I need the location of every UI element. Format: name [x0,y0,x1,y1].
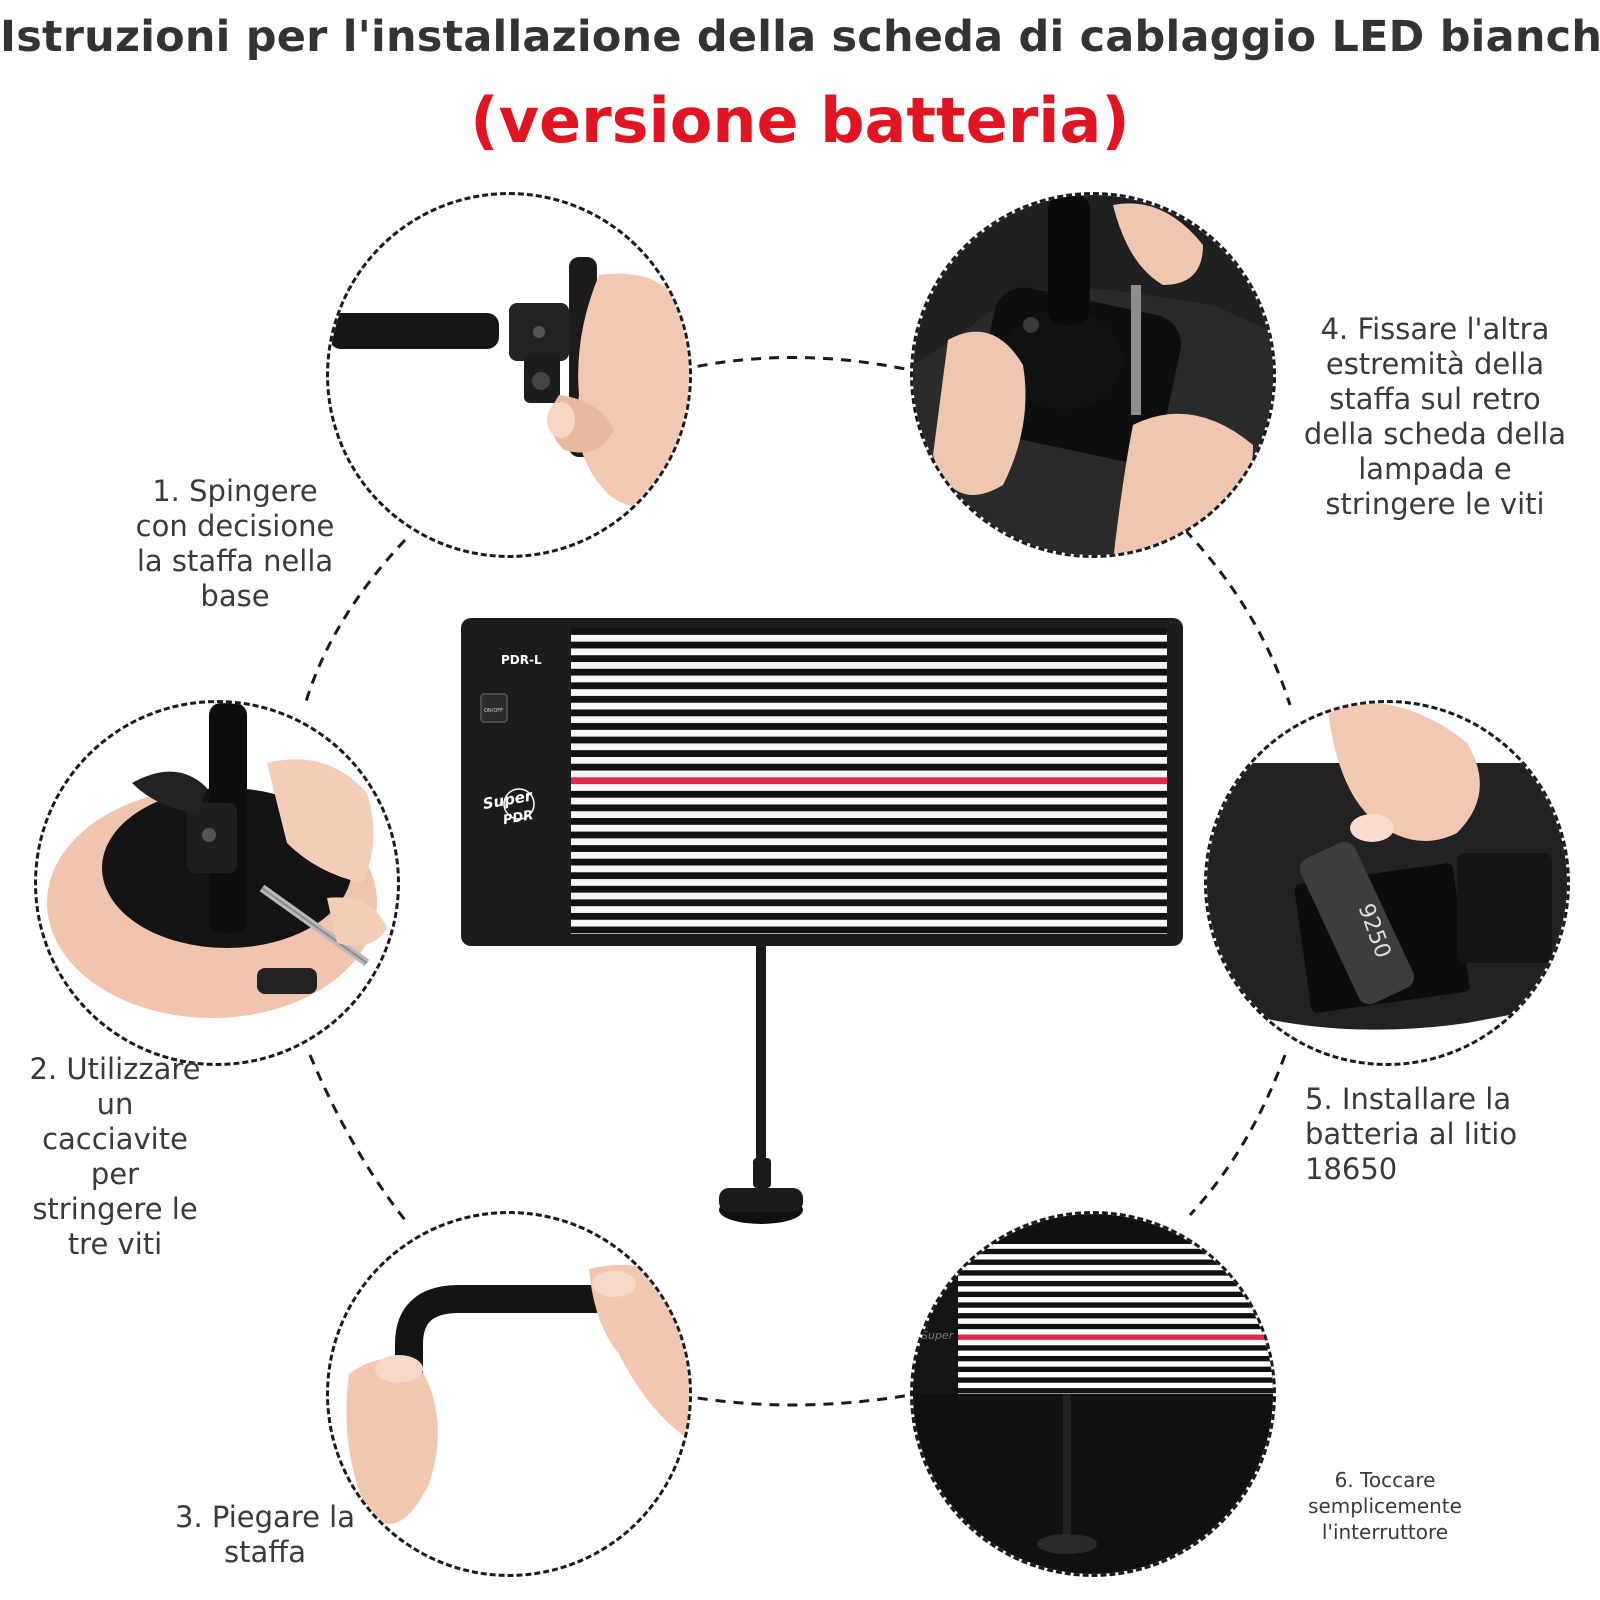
step-4-photo [910,192,1276,558]
step-5-photo: 9250 [1204,700,1570,1066]
page-title: Istruzioni per l'installazione della sch… [0,12,1600,62]
black-stripe [958,1366,1273,1373]
red-reference-line [958,1334,1273,1340]
step-6-label: 6. Toccare semplicemente l'interruttore [1308,1468,1462,1544]
black-stripe [571,723,1167,730]
black-stripe [571,628,1167,635]
black-stripe [958,1302,1273,1308]
black-stripe [571,912,1167,920]
black-stripe [571,695,1167,703]
brand-logo-line2: PDR [502,808,534,828]
black-stripe [571,899,1167,907]
black-stripe [958,1345,1273,1351]
black-stripe [571,655,1167,663]
step-3-photo [326,1211,692,1577]
black-stripe [571,668,1167,676]
step-6-board-stripes [958,1248,1273,1394]
black-stripe [571,926,1167,934]
gooseneck-stem [756,946,766,1166]
black-stripe [571,682,1167,690]
black-stripe [571,858,1167,866]
black-stripe [571,872,1167,880]
step-4-label: 4. Fissare l'altra estremità della staff… [1303,312,1567,521]
black-stripe [958,1248,1273,1255]
red-reference-line [571,777,1167,785]
model-label: PDR-L [501,653,542,667]
black-stripe [958,1323,1273,1330]
step-3-label: 3. Piegare la staffa [175,1500,355,1569]
switch-label: ON/OFF [484,708,503,714]
power-switch-icon [480,693,508,723]
step-1-label: 1. Spingere con decisione la staffa nell… [135,474,335,613]
black-stripe [571,885,1167,893]
black-stripe [958,1388,1273,1394]
black-stripe [571,804,1167,812]
step-2-label: 2. Utilizzare un cacciavite per stringer… [29,1052,201,1261]
black-stripe [571,709,1167,717]
led-board-product: PDR-L ON/OFF Super PDR [461,618,1183,1224]
black-stripe [958,1313,1273,1319]
step-6-photo: Super [910,1211,1276,1577]
black-stripe [958,1280,1273,1287]
brand-logo-icon [503,788,535,820]
page-subtitle: (versione batteria) [470,84,1130,157]
black-stripe [571,641,1167,649]
step-5-label: 5. Installare la batteria al litio 18650 [1305,1082,1518,1186]
black-stripe [958,1270,1273,1276]
black-stripe [571,763,1167,771]
black-stripe [571,831,1167,839]
step-6-brand: Super [921,1329,955,1342]
black-stripe [571,750,1167,757]
black-stripe [571,790,1167,798]
step-1-photo [326,192,692,558]
black-stripe [571,736,1167,744]
black-stripe [571,845,1167,852]
black-stripe [958,1355,1273,1362]
step-2-photo [34,700,400,1066]
board-stripes [571,628,1167,934]
black-stripe [571,818,1167,825]
black-stripe [958,1291,1273,1298]
black-stripe [958,1377,1273,1383]
black-stripe [958,1259,1273,1265]
